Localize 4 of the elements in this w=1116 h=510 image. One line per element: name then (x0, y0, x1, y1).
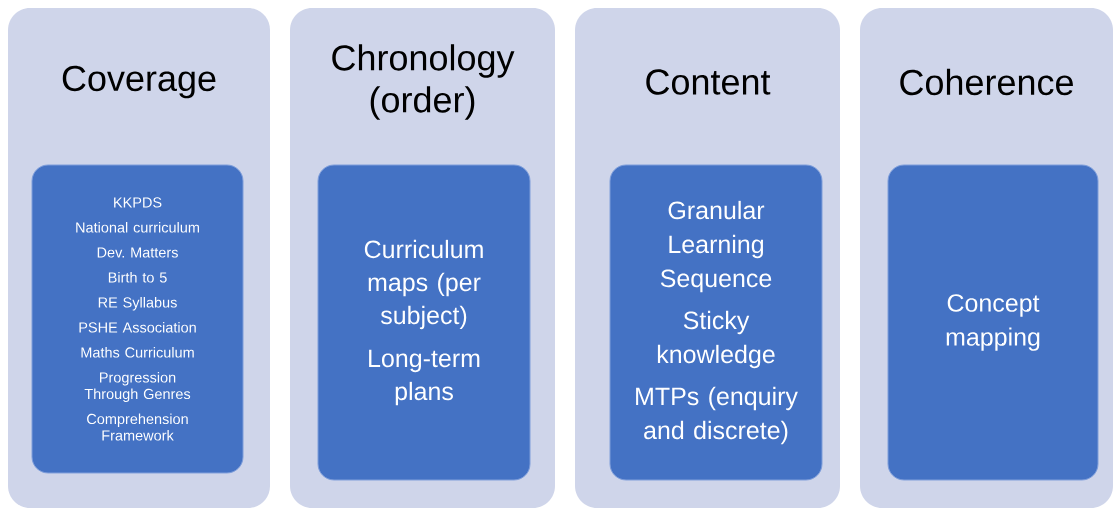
content-box: Curriculum maps (per subject) Long-term plans (317, 164, 531, 481)
content-box: KKPDS National curriculum Dev. Matters Birth to 5 RE Syllabus PSHE Association Maths Curriculum Progression Through Genres Comprehension Framework (31, 164, 244, 474)
content-box: Concept mapping (887, 164, 1099, 481)
content-box: Granular Learning Sequence Sticky knowledge MTPs (enquiry and discrete) (609, 164, 823, 481)
